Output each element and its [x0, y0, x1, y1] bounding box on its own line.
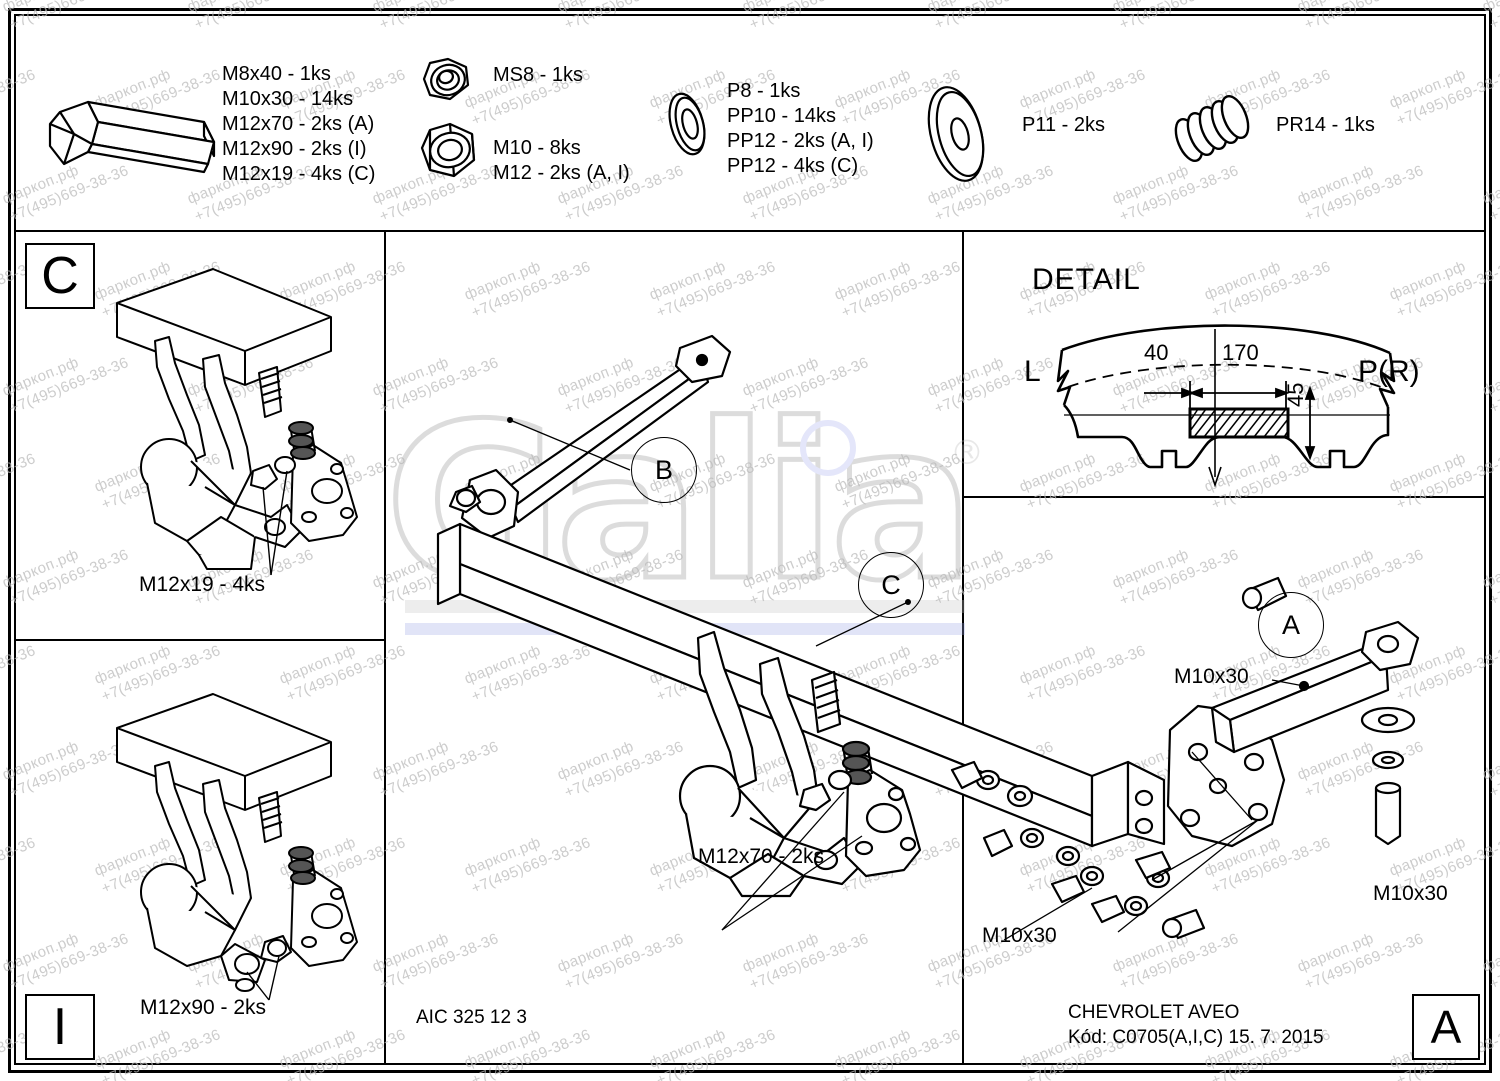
hex-bolt-icon — [48, 100, 216, 174]
large-washer-icon — [927, 86, 985, 182]
hex-nut-icon — [420, 122, 476, 178]
code-date: Kód: C0705(A,I,C) 15. 7. 2015 — [1068, 1027, 1324, 1048]
variant-i-panel — [14, 641, 386, 1065]
washer-large-parts-text: P11 - 2ks — [1022, 113, 1105, 138]
main-assembly-panel — [386, 232, 964, 1065]
detail-drawing — [1056, 324, 1396, 488]
callout-m10x30-lower: M10x30 — [982, 924, 1057, 947]
detail-side-right: P(R) — [1358, 355, 1420, 388]
variant-i-callout: M12x90 - 2ks — [140, 996, 267, 1019]
variant-i-letter: I — [52, 998, 68, 1056]
nut-line-1: M10 - 8ks — [493, 137, 581, 159]
main-assembly-drawing — [436, 334, 1420, 940]
pr14-line: PR14 - 1ks — [1276, 114, 1375, 136]
variant-c-panel — [14, 232, 386, 641]
right-assembly-panel — [964, 498, 1486, 1065]
locknut-parts-text: MS8 - 1ks — [493, 63, 583, 88]
washer-line-2: PP10 - 14ks — [727, 105, 836, 127]
variant-c-letter: C — [41, 247, 79, 305]
bolt-line-1: M8x40 - 1ks — [222, 63, 331, 85]
bolt-parts-text: M8x40 - 1ks M10x30 - 14ks M12x70 - 2ks (… — [222, 62, 375, 187]
vehicle-name: CHEVROLET AVEO — [1068, 1002, 1240, 1023]
bolt-line-2: M10x30 - 14ks — [222, 88, 354, 110]
callout-m10x30-right: M10x30 — [1373, 882, 1448, 905]
detail-side-left: L — [1024, 355, 1041, 388]
variant-i-label-box: I — [25, 994, 95, 1060]
washer-line-4: PP12 - 4ks (C) — [727, 155, 859, 177]
drawing-border — [8, 8, 1492, 1073]
marker-a: A — [1258, 592, 1324, 658]
bolt-line-3: M12x70 - 2ks (A) — [222, 113, 375, 135]
flat-washer-icon — [668, 92, 706, 156]
bolt-line-4: M12x90 - 2ks (I) — [222, 138, 367, 160]
title-block-text: CHEVROLET AVEO Kód: C0705(A,I,C) 15. 7. … — [1068, 1000, 1324, 1050]
variant-a-label-box: A — [1412, 994, 1480, 1060]
nut-line-2: M12 - 2ks (A, I) — [493, 162, 630, 184]
callout-m12x70: M12x70 - 2ks — [698, 845, 825, 868]
washer-small-parts-text: P8 - 1ks PP10 - 14ks PP12 - 2ks (A, I) P… — [727, 79, 874, 179]
detail-panel — [964, 232, 1486, 498]
washer-line-3: PP12 - 2ks (A, I) — [727, 130, 874, 152]
variant-i-drawing — [116, 693, 358, 1001]
detail-dim-45: 45 — [1283, 382, 1308, 407]
locknut-line-1: MS8 - 1ks — [493, 64, 584, 86]
variant-a-letter: A — [1430, 1001, 1462, 1053]
detail-title: DETAIL — [1032, 263, 1141, 296]
detail-dim-40: 40 — [1144, 340, 1169, 365]
marker-c: C — [858, 552, 924, 618]
detail-dim-170: 170 — [1222, 340, 1259, 365]
callout-m10x30-left: M10x30 — [1174, 665, 1249, 688]
nut-parts-text: M10 - 8ks M12 - 2ks (A, I) — [493, 136, 630, 186]
bolt-line-5: M12x19 - 4ks (C) — [222, 163, 376, 185]
parts-list-panel — [14, 14, 1486, 232]
coil-spring-icon — [1174, 94, 1250, 163]
variant-c-callout: M12x19 - 4ks — [139, 573, 266, 596]
variant-c-label-box: C — [25, 243, 95, 309]
spring-parts-text: PR14 - 1ks — [1276, 113, 1375, 138]
drawing-number: AIC 325 12 3 — [416, 1007, 527, 1028]
washer-line-1: P8 - 1ks — [727, 80, 801, 102]
variant-c-drawing — [116, 268, 358, 576]
lock-nut-icon — [422, 57, 470, 101]
marker-b: B — [631, 437, 697, 503]
p11-line: P11 - 2ks — [1022, 114, 1105, 136]
